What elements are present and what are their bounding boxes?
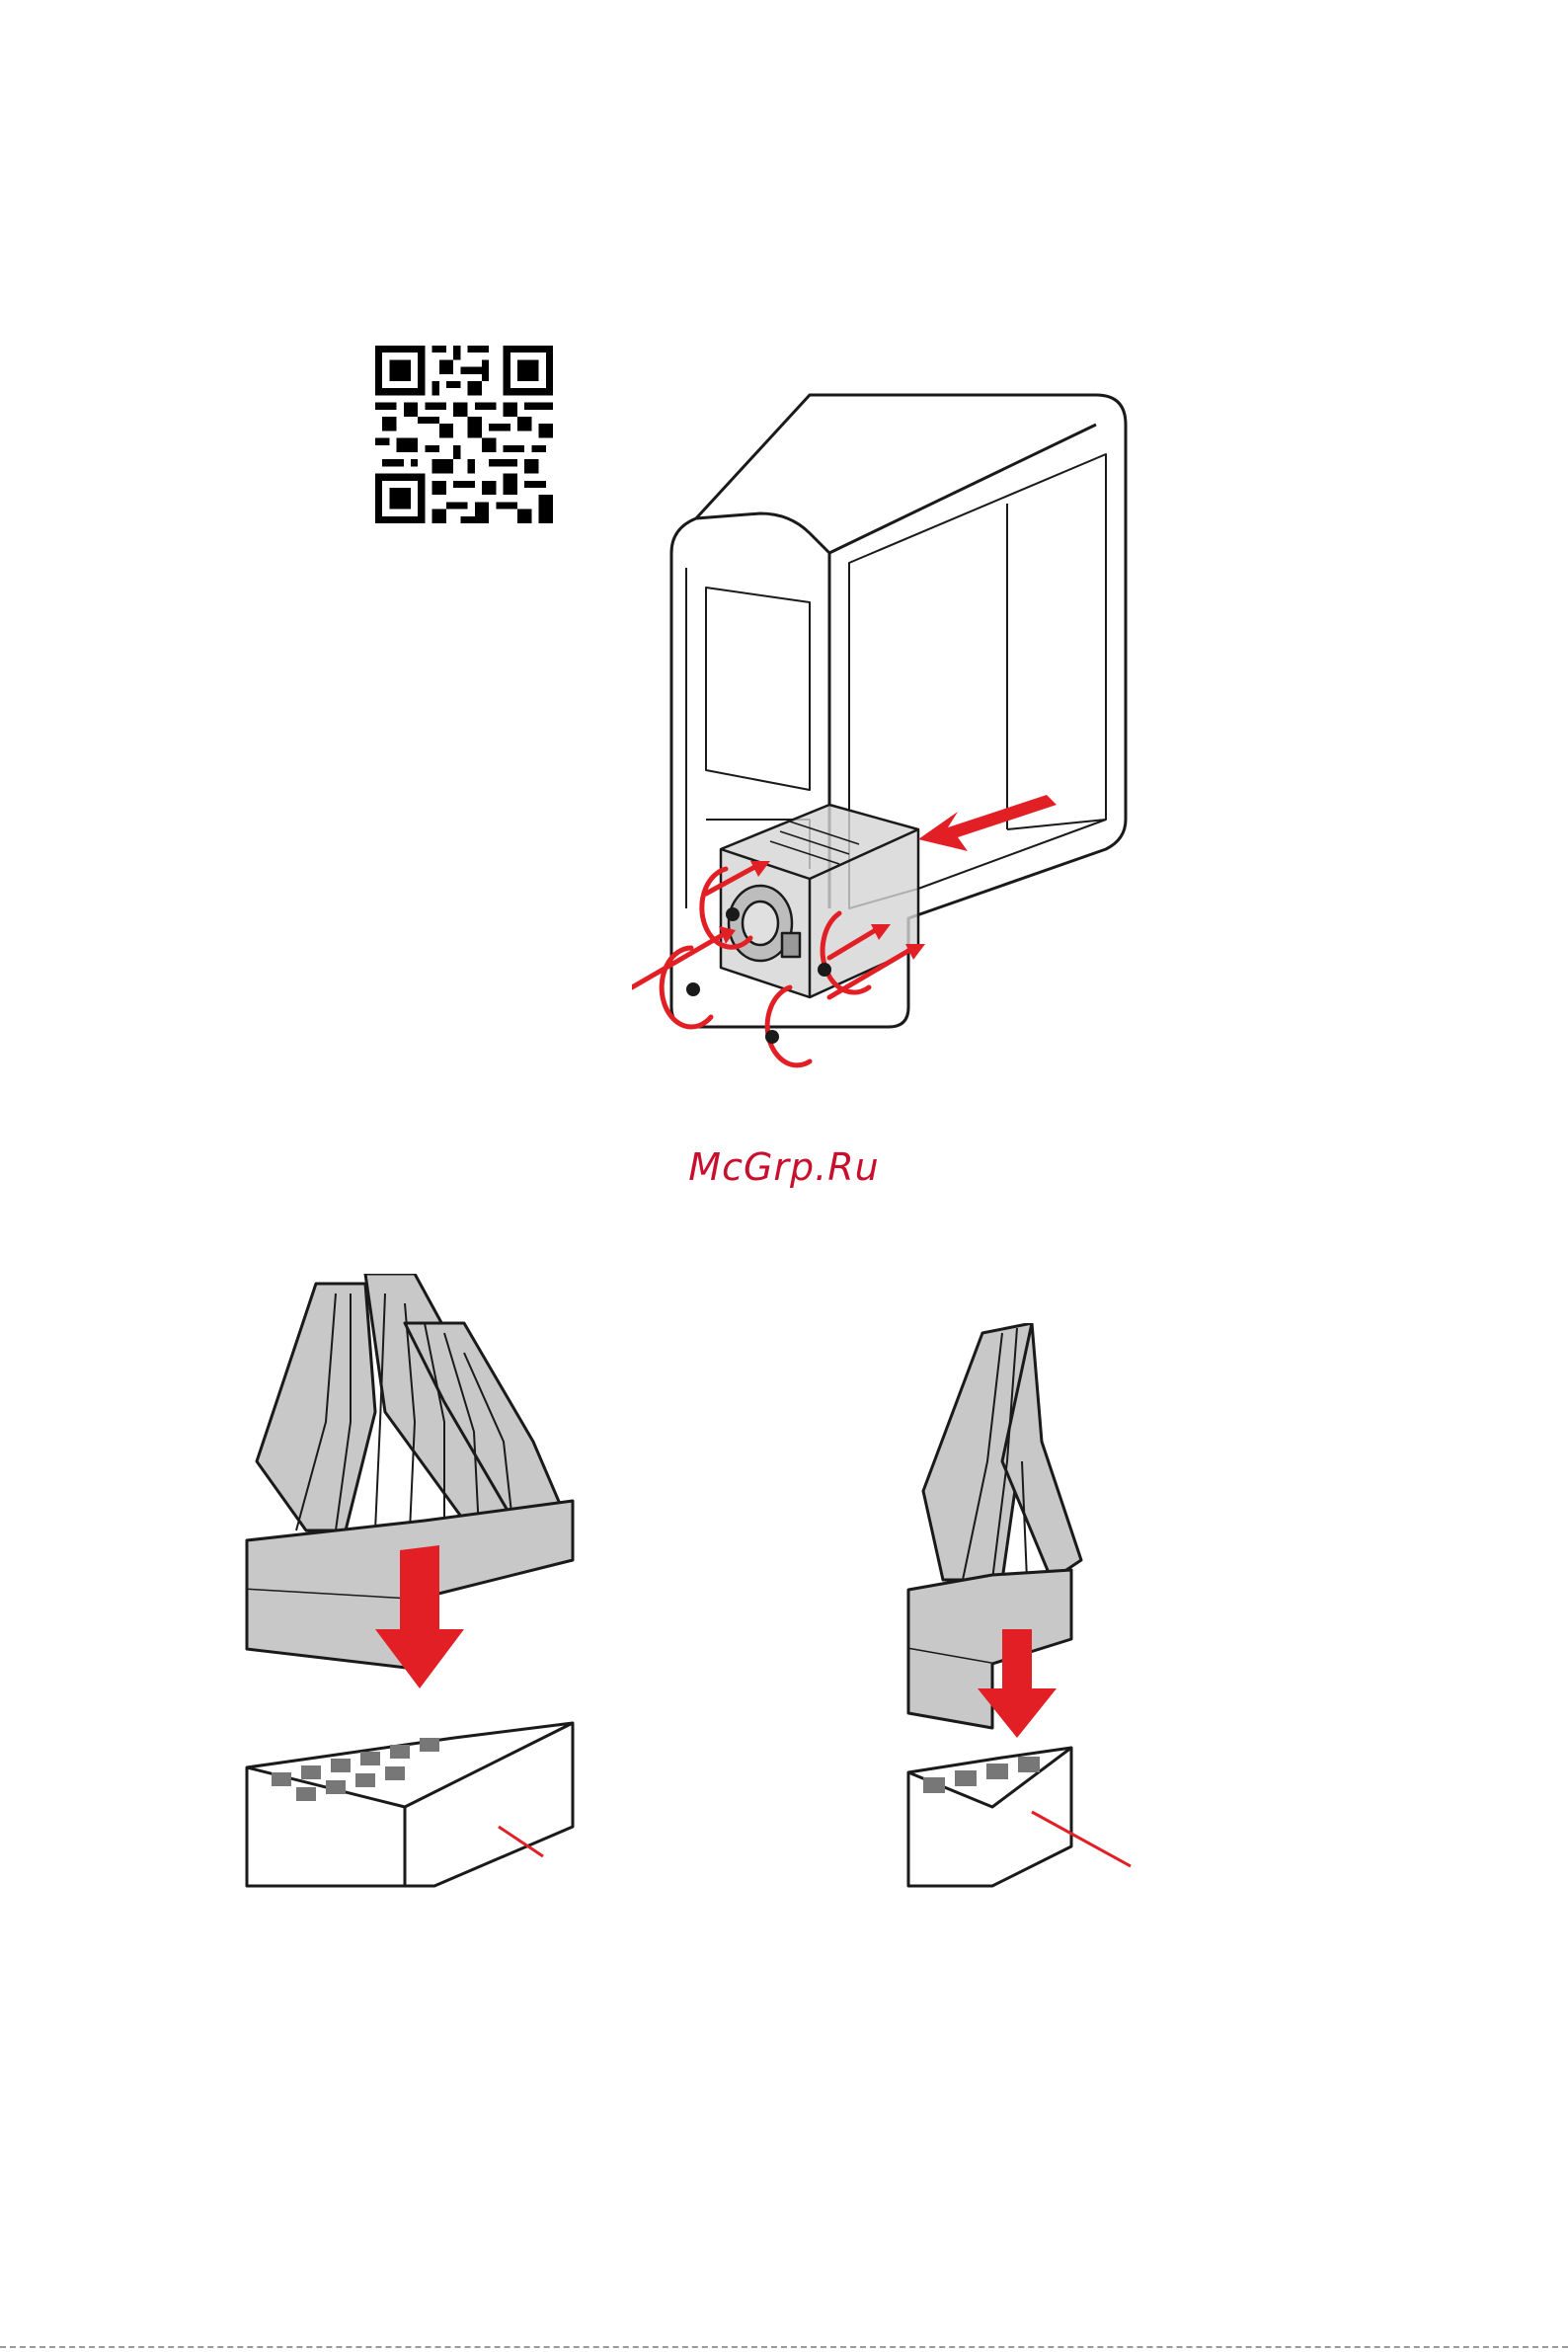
atx-24pin-connector-diagram [237,1274,652,1896]
qr-code-icon [375,346,553,523]
cpu-8pin-connector-diagram [894,1323,1150,1896]
page-bottom-rule [0,2346,1568,2348]
watermark-text: McGrp.Ru [0,1145,1568,1189]
psu-install-diagram [632,355,1284,1086]
